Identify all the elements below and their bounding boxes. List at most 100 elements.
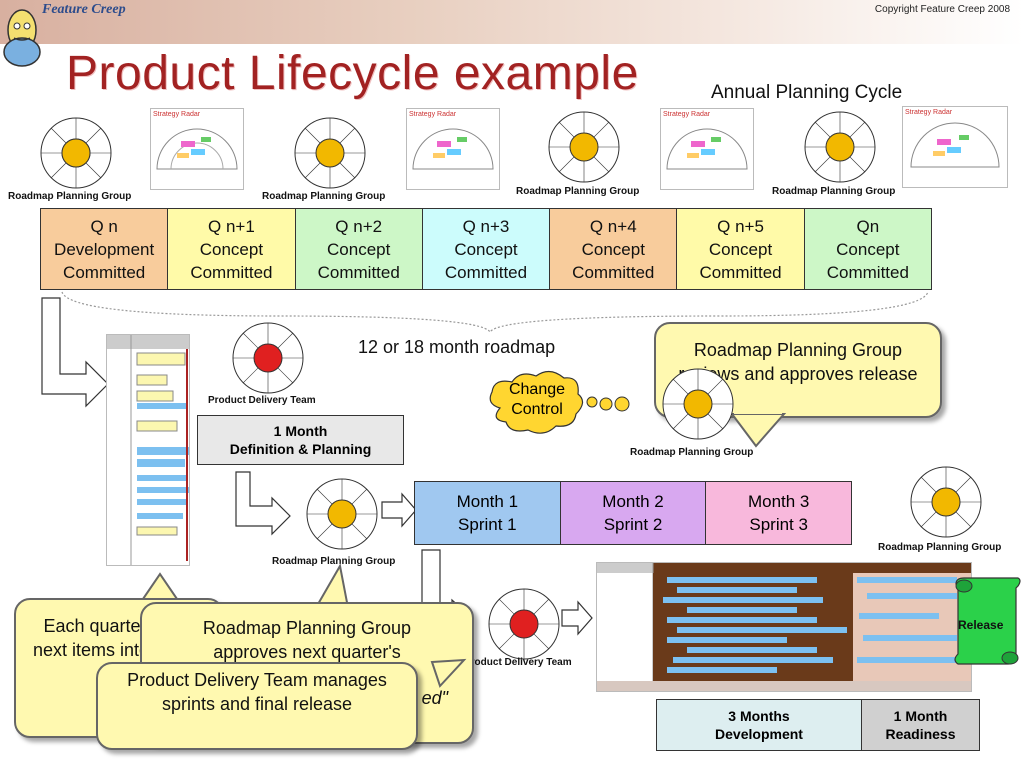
phase-plan-document: [106, 334, 190, 566]
strategy-radar-thumb: Strategy Radar: [406, 108, 500, 190]
rpg-label: Roadmap Planning Group: [262, 191, 386, 202]
quarter-phase: Concept: [708, 239, 773, 259]
rpg-label: Roadmap Planning Group: [630, 447, 754, 458]
quarter-status: Committed: [699, 262, 782, 282]
callout-tail: [730, 412, 787, 448]
rpg-label: Roadmap Planning Group: [878, 542, 1002, 553]
strategy-radar-label: Strategy Radar: [905, 109, 953, 116]
quarter-phase: Concept: [327, 239, 391, 259]
pdt-label: Product Delivery Team: [464, 657, 572, 668]
quarter-status: Committed: [317, 262, 400, 282]
phase-plan-icon: [107, 335, 189, 565]
dev-duration: 1 Month: [893, 708, 948, 724]
change-control-cloud: [489, 370, 630, 434]
quarter-cell-2: Q n+2 Concept Committed: [295, 209, 423, 289]
dev-cell-1: 1 Month Readiness: [862, 700, 979, 750]
planning-wheel-icon: [306, 478, 378, 550]
header-bar: [0, 0, 1024, 44]
quarter-cell-0: Q n Development Committed: [41, 209, 169, 289]
logo-text: Feature Creep: [42, 2, 126, 17]
planning-wheel-icon: [40, 117, 112, 189]
roadmap-brace: [61, 291, 929, 334]
quarter-status: Committed: [572, 262, 655, 282]
flow-arrow-icon: [235, 471, 291, 536]
change-control-text: Change Control: [498, 380, 576, 420]
flow-arrow-icon: [561, 600, 593, 636]
quarter-phase: Concept: [199, 239, 264, 259]
sprint-cell-1: Month 2 Sprint 2: [560, 482, 707, 544]
callout-tail: [430, 658, 467, 688]
quarter-status: Committed: [63, 262, 146, 282]
gantt-chart-icon: [597, 563, 971, 691]
planning-wheel-icon: [488, 588, 560, 660]
quarter-phase: Development: [54, 239, 155, 259]
change-control-line1: Change: [508, 381, 566, 398]
strategy-radar-label: Strategy Radar: [409, 111, 457, 118]
change-control-line2: Control: [511, 401, 563, 418]
strategy-radar-label: Strategy Radar: [663, 111, 711, 118]
month-def-duration: 1 Month: [273, 423, 328, 439]
dev-duration: 3 Months: [728, 708, 790, 724]
quarter-name: Q n+2: [335, 216, 383, 236]
rpg-approves-tail-text: ed": [421, 688, 448, 708]
copyright-text: Copyright Feature Creep 2008: [874, 4, 1010, 15]
pdt-label: Product Delivery Team: [208, 395, 316, 406]
sprint-cell-0: Month 1 Sprint 1: [415, 482, 561, 544]
sprint-name: Sprint 2: [603, 515, 663, 534]
flow-arrow-icon: [41, 297, 109, 408]
quarter-row: Q n Development Committed Q n+1 Concept …: [40, 208, 932, 290]
phase-gantt-document: [596, 562, 972, 692]
quarter-name: Qn: [856, 216, 880, 236]
planning-wheel-icon: [548, 111, 620, 183]
release-label: Release: [958, 618, 1004, 632]
page-subtitle: Annual Planning Cycle: [711, 82, 903, 103]
strategy-radar-label: Strategy Radar: [153, 111, 201, 118]
quarter-cell-5: Q n+5 Concept Committed: [677, 209, 805, 289]
page-title: Product Lifecycle example: [66, 47, 639, 100]
sprint-cell-2: Month 3 Sprint 3: [706, 482, 852, 544]
sprint-name: Sprint 1: [458, 515, 517, 534]
rpg-approves-text: Roadmap Planning Group approves next qua…: [202, 618, 412, 662]
planning-wheel-icon: [662, 368, 734, 440]
strategy-radar-thumb: Strategy Radar: [660, 108, 754, 190]
sprint-month: Month 3: [747, 492, 810, 511]
sprint-name: Sprint 3: [749, 515, 808, 534]
quarter-cell-3: Q n+3 Concept Committed: [422, 209, 551, 289]
pdt-manages-callout: Product Delivery Team manages sprints an…: [96, 662, 418, 750]
month-definition-box: 1 Month Definition & Planning: [197, 415, 404, 465]
planning-wheel-icon: [232, 322, 304, 394]
mascot-icon: [3, 9, 41, 67]
quarter-status: Committed: [444, 262, 528, 282]
quarter-name: Q n+4: [589, 216, 637, 236]
planning-wheel-icon: [294, 117, 366, 189]
rpg-reviews-text: Roadmap Planning Group reviews and appro…: [678, 340, 918, 384]
radar-chart-icon: [156, 128, 238, 170]
dev-label: Readiness: [885, 726, 956, 742]
quarter-cell-4: Q n+4 Concept Committed: [550, 209, 678, 289]
quarter-name: Q n: [90, 216, 118, 236]
release-scroll-icon: [954, 577, 1021, 665]
quarter-status: Committed: [826, 262, 909, 282]
quarter-status: Committed: [190, 262, 273, 282]
roadmap-label: 12 or 18 month roadmap: [358, 337, 556, 357]
dev-label: Development: [715, 726, 803, 742]
month-def-label: Definition & Planning: [229, 441, 372, 457]
radar-chart-icon: [666, 128, 748, 170]
sprint-row: Month 1 Sprint 1 Month 2 Sprint 2 Month …: [414, 481, 852, 545]
sprint-month: Month 1: [456, 492, 519, 511]
rpg-label: Roadmap Planning Group: [8, 191, 132, 202]
quarter-name: Q n+5: [717, 216, 764, 236]
radar-chart-icon: [910, 122, 1000, 168]
rpg-label: Roadmap Planning Group: [516, 186, 640, 197]
dev-cell-0: 3 Months Development: [657, 700, 862, 750]
rpg-label: Roadmap Planning Group: [772, 186, 896, 197]
quarter-cell-1: Q n+1 Concept Committed: [168, 209, 296, 289]
planning-wheel-icon: [910, 466, 982, 538]
flow-arrow-icon: [381, 492, 417, 528]
quarter-name: Q n+1: [208, 216, 255, 236]
strategy-radar-thumb: Strategy Radar: [150, 108, 244, 190]
planning-wheel-icon: [804, 111, 876, 183]
radar-chart-icon: [412, 128, 494, 170]
strategy-radar-thumb: Strategy Radar: [902, 106, 1008, 188]
development-row: 3 Months Development 1 Month Readiness: [656, 699, 980, 751]
